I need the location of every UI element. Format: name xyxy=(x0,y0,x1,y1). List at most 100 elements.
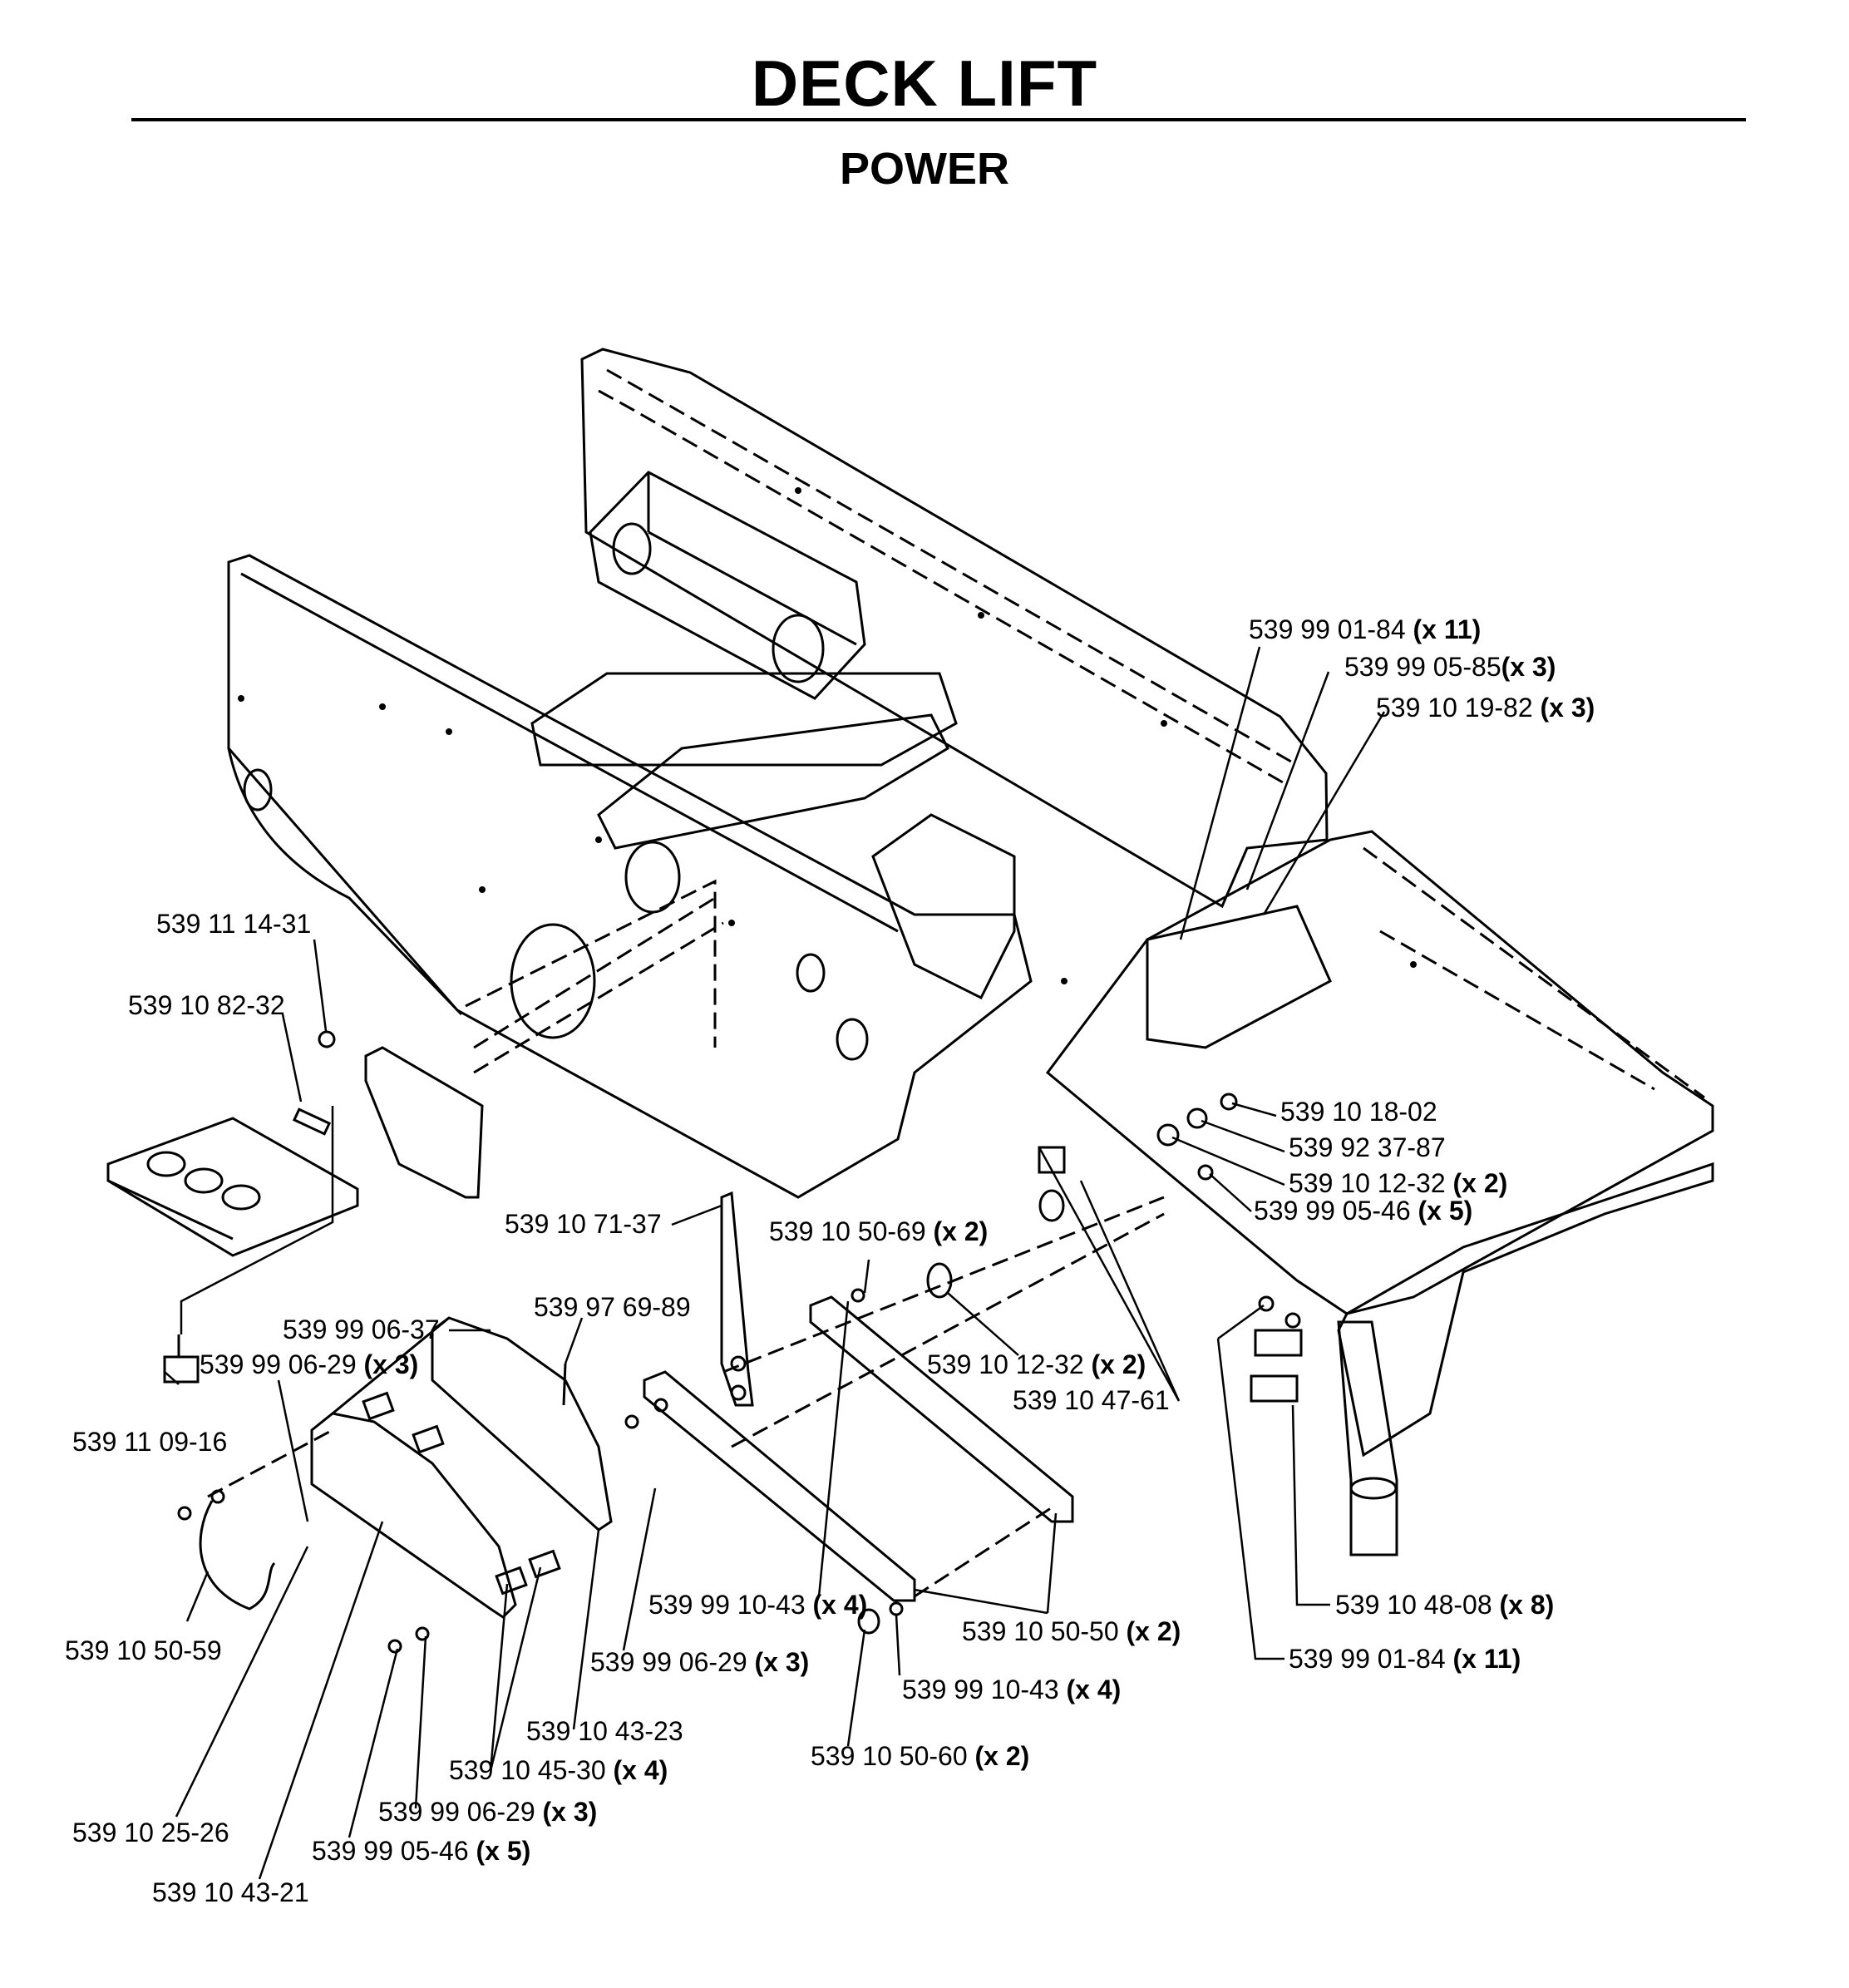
lift-link-lower xyxy=(643,1370,916,1602)
leader-c05 xyxy=(281,1014,303,1103)
leader-c15 xyxy=(947,1292,1019,1356)
frame-hidden-line xyxy=(473,921,724,1074)
exploded-parts xyxy=(106,896,1303,1654)
leader-c26 xyxy=(846,1629,866,1747)
bushing-2 xyxy=(1038,1189,1065,1222)
lift-plate-front xyxy=(310,1412,517,1619)
panel-knob-hole xyxy=(146,1151,186,1177)
small-tab xyxy=(292,1107,332,1136)
leader-c30 xyxy=(348,1648,399,1838)
callout-c12: 539 97 69-89 xyxy=(534,1292,691,1322)
callout-c02: 539 99 05-85(x 3) xyxy=(1344,652,1556,682)
right-rail-extension xyxy=(1337,1162,1714,1458)
rail-bolt xyxy=(1061,978,1067,984)
callout-c27: 539 10 45-30 (x 4) xyxy=(449,1755,668,1785)
pivot-block xyxy=(1038,1146,1066,1174)
mount-fastener xyxy=(1258,1295,1275,1312)
leader-c18 xyxy=(1291,1404,1330,1606)
leader-c21 xyxy=(1216,1338,1284,1660)
callout-c17: 539 11 09-16 xyxy=(72,1427,227,1457)
rail-bolt xyxy=(1161,720,1167,727)
leader-c22 xyxy=(185,1571,210,1622)
callout-c06: 539 10 18-02 xyxy=(1280,1097,1437,1127)
leader-c14 xyxy=(277,1379,309,1522)
lift-spring xyxy=(199,1500,276,1611)
link-hidden-line xyxy=(722,1196,1165,1374)
switch-body xyxy=(163,1355,200,1384)
nut-5 xyxy=(387,1639,402,1654)
cotter-pin xyxy=(562,1363,567,1406)
panel-knob-hole-3 xyxy=(221,1184,261,1211)
switch-wire xyxy=(180,1106,334,1334)
frame-drawing xyxy=(227,348,1714,1556)
washer-2 xyxy=(1186,1107,1208,1129)
callout-c22: 539 10 50-59 xyxy=(65,1635,222,1665)
callout-c26: 539 10 50-60 (x 2) xyxy=(811,1741,1029,1771)
rail-hole-2 xyxy=(624,841,681,914)
panel-knob-hole-2 xyxy=(184,1167,224,1194)
leader-c31 xyxy=(258,1521,384,1880)
rail-hole-5 xyxy=(836,1018,869,1061)
page-subtitle: POWER xyxy=(839,144,1009,194)
callout-c29: 539 10 25-26 xyxy=(72,1818,229,1847)
right-rail-hidden-edge xyxy=(1363,846,1705,1099)
center-bracket-box xyxy=(871,813,1016,1000)
callout-c20: 539 10 50-50 (x 2) xyxy=(962,1616,1181,1646)
link-hidden-line-2 xyxy=(731,1212,1165,1448)
mount-block-2 xyxy=(1250,1374,1299,1403)
rail-bolt xyxy=(728,920,735,926)
mount-block xyxy=(1254,1329,1303,1357)
leader-c16b xyxy=(1038,1147,1181,1402)
right-rail-hidden-edge-2 xyxy=(1379,930,1655,1091)
leader-c27b xyxy=(489,1566,542,1772)
axle-tube-end xyxy=(1349,1477,1398,1500)
battery-box-edge-2 xyxy=(648,530,857,646)
right-bracket xyxy=(1146,905,1332,1049)
lift-link-upper xyxy=(809,1295,1074,1523)
callout-c14: 539 99 06-29 (x 3) xyxy=(200,1349,418,1379)
callout-c21: 539 99 01-84 (x 11) xyxy=(1289,1644,1521,1674)
right-side-rail xyxy=(1045,830,1714,1315)
cross-member xyxy=(530,672,958,767)
callout-c30: 539 99 05-46 (x 5) xyxy=(312,1836,530,1866)
rail-bolt xyxy=(595,836,602,843)
rear-plate-hidden-edge xyxy=(606,368,1298,767)
spacer-4 xyxy=(528,1549,561,1579)
lift-arm-pivot xyxy=(730,1355,747,1372)
callout-c16: 539 10 47-61 xyxy=(1013,1385,1170,1415)
rail-bolt xyxy=(379,703,386,710)
spacer-3 xyxy=(495,1566,528,1596)
axle-tube xyxy=(1337,1320,1398,1556)
page-title: DECK LIFT xyxy=(751,47,1098,120)
callout-labels: 539 99 01-84 (x 11) 539 99 05-85(x 3) 53… xyxy=(65,614,1595,1907)
leader-c12 xyxy=(564,1317,584,1364)
leader-c20 xyxy=(1046,1512,1058,1614)
leader-c01 xyxy=(1179,646,1261,940)
nut-4 xyxy=(889,1601,904,1616)
battery-box-hole xyxy=(612,522,652,575)
callout-c28: 539 99 06-29 (x 3) xyxy=(378,1797,597,1827)
bushing xyxy=(926,1262,953,1299)
leader-c11 xyxy=(863,1259,870,1294)
leader-c02 xyxy=(1245,671,1330,890)
bushing-3 xyxy=(857,1608,880,1635)
callout-c31: 539 10 43-21 xyxy=(152,1877,309,1907)
rail-hole xyxy=(243,768,273,811)
switch-bracket xyxy=(364,1046,484,1199)
battery-box-hole-2 xyxy=(772,614,825,683)
callout-c10: 539 10 71-37 xyxy=(505,1209,662,1239)
callout-c04: 539 11 14-31 xyxy=(156,909,311,939)
left-rail-curve xyxy=(227,747,463,1016)
control-panel-edge xyxy=(107,1179,234,1241)
leader-c29 xyxy=(175,1546,309,1818)
callout-c01: 539 99 01-84 (x 11) xyxy=(1249,614,1481,644)
callout-c25: 539 10 43-23 xyxy=(526,1716,683,1746)
leader-c28 xyxy=(414,1635,427,1809)
spacer xyxy=(362,1391,395,1421)
nut-6 xyxy=(415,1626,430,1641)
callout-c24: 539 99 10-43 (x 4) xyxy=(902,1675,1121,1704)
leader-c23 xyxy=(622,1487,657,1651)
lift-arm xyxy=(720,1191,754,1407)
nut-8 xyxy=(177,1506,192,1521)
